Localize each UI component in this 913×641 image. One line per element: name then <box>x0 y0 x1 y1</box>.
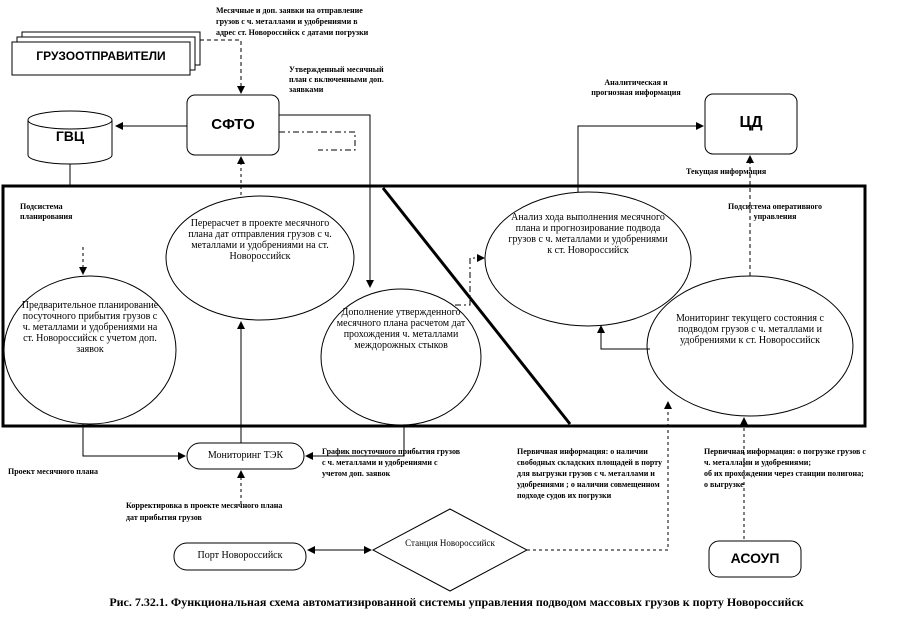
subsystem-divider <box>381 187 572 425</box>
gvc-label: ГВЦ <box>55 128 85 144</box>
current-info-label: Текущая информация <box>686 167 767 176</box>
asoup-box-shape <box>708 540 802 578</box>
figure-caption: Рис. 7.32.1. Функциональная схема автома… <box>109 595 804 609</box>
tek-box-shape <box>186 442 305 470</box>
prelim-ellipse <box>3 275 177 425</box>
supplement-ellipse <box>320 288 482 426</box>
asoup-label: АСОУП <box>730 550 780 566</box>
recalc-ellipse <box>165 195 355 321</box>
project-plan-label: Проект месячного плана <box>8 467 98 476</box>
shippers-box-shape <box>11 31 201 76</box>
tek-label: Мониторинг ТЭК <box>207 450 284 461</box>
recalc-text: Перерасчет в проекте месячного плана дат… <box>188 218 332 262</box>
sfto-label: СФТО <box>211 116 255 133</box>
monitoring-ellipse <box>646 275 854 417</box>
shippers-label: ГРУЗООТПРАВИТЕЛИ <box>36 49 166 63</box>
supplement-text: Дополнение утвержденного месячного плана… <box>336 307 466 351</box>
monthly-requests-label: Месячные и доп. заявки на отправление гр… <box>216 6 369 37</box>
subsystem-planning-label: Подсистема планирования <box>20 202 73 221</box>
approved-plan-label: Утвержденный месячный план с включенными… <box>289 65 384 94</box>
system-boundary <box>1 184 867 428</box>
station-label: Станция Новороссийск <box>405 538 495 548</box>
primary-info-port-label: Первичная информация: о наличии свободны… <box>517 447 663 500</box>
station-diamond-shape <box>371 508 529 592</box>
monitoring-text: Мониторинг текущего состояния с подводом… <box>676 313 824 346</box>
port-label: Порт Новороссийск <box>197 550 283 561</box>
sfto-box-shape <box>186 94 280 156</box>
analysis-text: Анализ хода выполнения месячного плана и… <box>508 212 668 256</box>
gvc-cylinder-shape <box>27 110 113 165</box>
subsystem-operational-label: Подсистема оперативного управления <box>728 202 822 221</box>
port-box-shape <box>173 542 307 571</box>
schedule-label: График посуточного прибытия грузов с ч. … <box>322 447 461 478</box>
cd-box-shape <box>704 93 798 155</box>
correction-label: Корректировка в проекте месячного плана … <box>126 501 283 522</box>
primary-info-asoup-label: Первичная информация: о погрузке грузов … <box>704 447 866 489</box>
analysis-ellipse <box>484 191 692 327</box>
prelim-text: Предварительное планирование посуточного… <box>21 300 159 355</box>
analytic-info-label: Аналитическая и прогнозная информация <box>591 78 681 97</box>
cd-label: ЦД <box>739 114 763 131</box>
